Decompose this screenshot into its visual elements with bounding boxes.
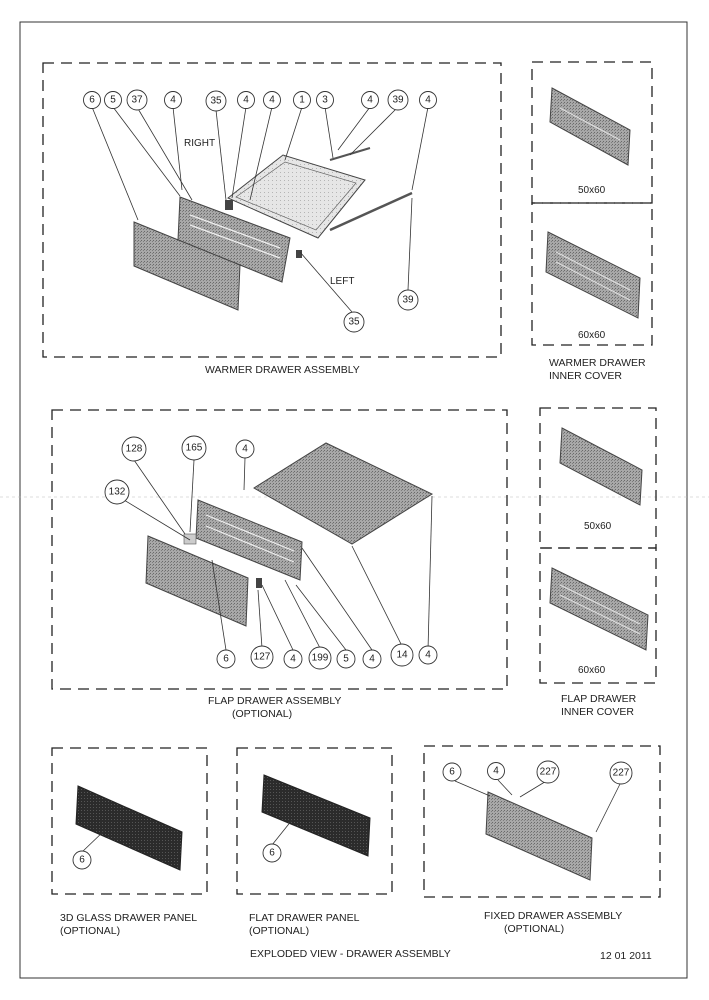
callout-227: 227	[540, 767, 557, 778]
callout-5: 5	[343, 654, 349, 665]
callout-4: 4	[493, 766, 499, 777]
callout-39: 39	[402, 295, 414, 306]
callout-4: 4	[242, 444, 248, 455]
flap-assembly-caption-2: (OPTIONAL)	[232, 708, 292, 720]
warmer-cover-50-frame	[531, 61, 653, 204]
callout-35: 35	[348, 317, 360, 328]
warmer-cover-60-frame	[531, 202, 653, 346]
warmer-assembly-caption: WARMER DRAWER ASSEMBLY	[205, 364, 360, 376]
flap-drawer-assembly: 128 165 4 132 6 127 4 199 5 4 14 4 FLAP …	[51, 409, 508, 720]
warmer-inner-cover: 50x60 60x60 WARMER DRAWER INNER COVER	[531, 61, 653, 382]
callout-4: 4	[367, 95, 373, 106]
callout-4: 4	[425, 95, 431, 106]
flap-front-panel	[145, 535, 249, 627]
glass-drawer-panel: 6 3D GLASS DRAWER PANEL (OPTIONAL)	[51, 747, 208, 937]
size-60x60: 60x60	[578, 665, 606, 676]
callout-4: 4	[243, 95, 249, 106]
right-label: RIGHT	[184, 138, 215, 149]
fixed-assembly-caption-1: FIXED DRAWER ASSEMBLY	[484, 910, 622, 922]
callout-4: 4	[369, 654, 375, 665]
flap-assembly-caption-1: FLAP DRAWER ASSEMBLY	[208, 695, 341, 707]
callout-5: 5	[110, 95, 116, 106]
flap-inner-panel	[195, 499, 303, 581]
fixed-assembly-caption-2: (OPTIONAL)	[504, 923, 564, 935]
fixed-front-panel	[485, 791, 593, 881]
callout-4: 4	[269, 95, 275, 106]
callout-3: 3	[322, 95, 328, 106]
sheet-border	[19, 21, 688, 979]
callout-128: 128	[126, 444, 143, 455]
fixed-drawer-assembly: 6 4 227 227 FIXED DRAWER ASSEMBLY (OPTIO…	[423, 745, 661, 935]
warmer-cover-caption-1: WARMER DRAWER	[549, 357, 646, 369]
glass-panel-frame	[51, 747, 208, 895]
flap-assembly-frame	[51, 409, 508, 690]
flat-panel-frame	[236, 747, 393, 895]
size-50x60: 50x60	[584, 521, 612, 532]
glass-panel	[75, 785, 183, 871]
flap-cover-50	[559, 427, 643, 506]
flat-panel-caption-2: (OPTIONAL)	[249, 925, 309, 937]
warmer-rail-right	[329, 191, 413, 232]
callout-14: 14	[396, 650, 408, 661]
flap-cover-caption-1: FLAP DRAWER	[561, 693, 637, 705]
fixed-assembly-frame	[423, 745, 661, 898]
warmer-callouts: 6 5 37 4 35 4 4 1 3 4 39 4 39 35	[83, 89, 437, 333]
callout-4: 4	[290, 654, 296, 665]
flat-panel	[261, 774, 371, 857]
callout-165: 165	[186, 443, 203, 454]
callout-6: 6	[89, 95, 95, 106]
flap-cover-caption-2: INNER COVER	[561, 706, 634, 718]
sheet-date: 12 01 2011	[600, 950, 652, 962]
flap-cover-60-frame	[539, 547, 657, 684]
callout-132: 132	[109, 487, 126, 498]
warmer-cover-caption-2: INNER COVER	[549, 370, 622, 382]
callout-1: 1	[299, 95, 305, 106]
glass-panel-caption-2: (OPTIONAL)	[60, 925, 120, 937]
callout-6: 6	[269, 848, 275, 859]
size-60x60: 60x60	[578, 330, 606, 341]
warmer-bracket	[225, 200, 233, 210]
warmer-front-panel	[133, 221, 241, 311]
flap-cover-60	[549, 567, 649, 651]
left-label: LEFT	[330, 276, 354, 287]
callout-6: 6	[223, 654, 229, 665]
callout-37: 37	[131, 95, 143, 106]
flap-lid	[253, 442, 434, 545]
warmer-cover-50	[549, 87, 631, 166]
flap-inner-cover: 50x60 60x60 FLAP DRAWER INNER COVER	[539, 407, 657, 718]
flat-drawer-panel: 6 FLAT DRAWER PANEL (OPTIONAL)	[236, 747, 393, 937]
flat-panel-caption-1: FLAT DRAWER PANEL	[249, 912, 360, 924]
flap-callouts: 128 165 4 132 6 127 4 199 5 4 14 4	[104, 435, 438, 670]
callout-6: 6	[449, 767, 455, 778]
warmer-cover-60	[545, 231, 641, 319]
callout-35: 35	[210, 96, 222, 107]
warmer-drawer-assembly: 6 5 37 4 35 4 4 1 3 4 39 4 39 35 RIGHT L…	[42, 62, 502, 376]
warmer-rail-left	[329, 147, 371, 161]
callout-127: 127	[254, 652, 271, 663]
size-50x60: 50x60	[578, 185, 606, 196]
warmer-assembly-frame	[42, 62, 502, 358]
callout-199: 199	[312, 653, 329, 664]
glass-panel-caption-1: 3D GLASS DRAWER PANEL	[60, 912, 197, 924]
flap-hinge	[183, 533, 197, 545]
callout-39: 39	[392, 95, 404, 106]
callout-4: 4	[425, 650, 431, 661]
sheet-title: EXPLODED VIEW - DRAWER ASSEMBLY	[250, 948, 451, 960]
callout-227: 227	[613, 768, 630, 779]
callout-6: 6	[79, 855, 85, 866]
warmer-inner-panel	[177, 196, 291, 283]
callout-4: 4	[170, 95, 176, 106]
